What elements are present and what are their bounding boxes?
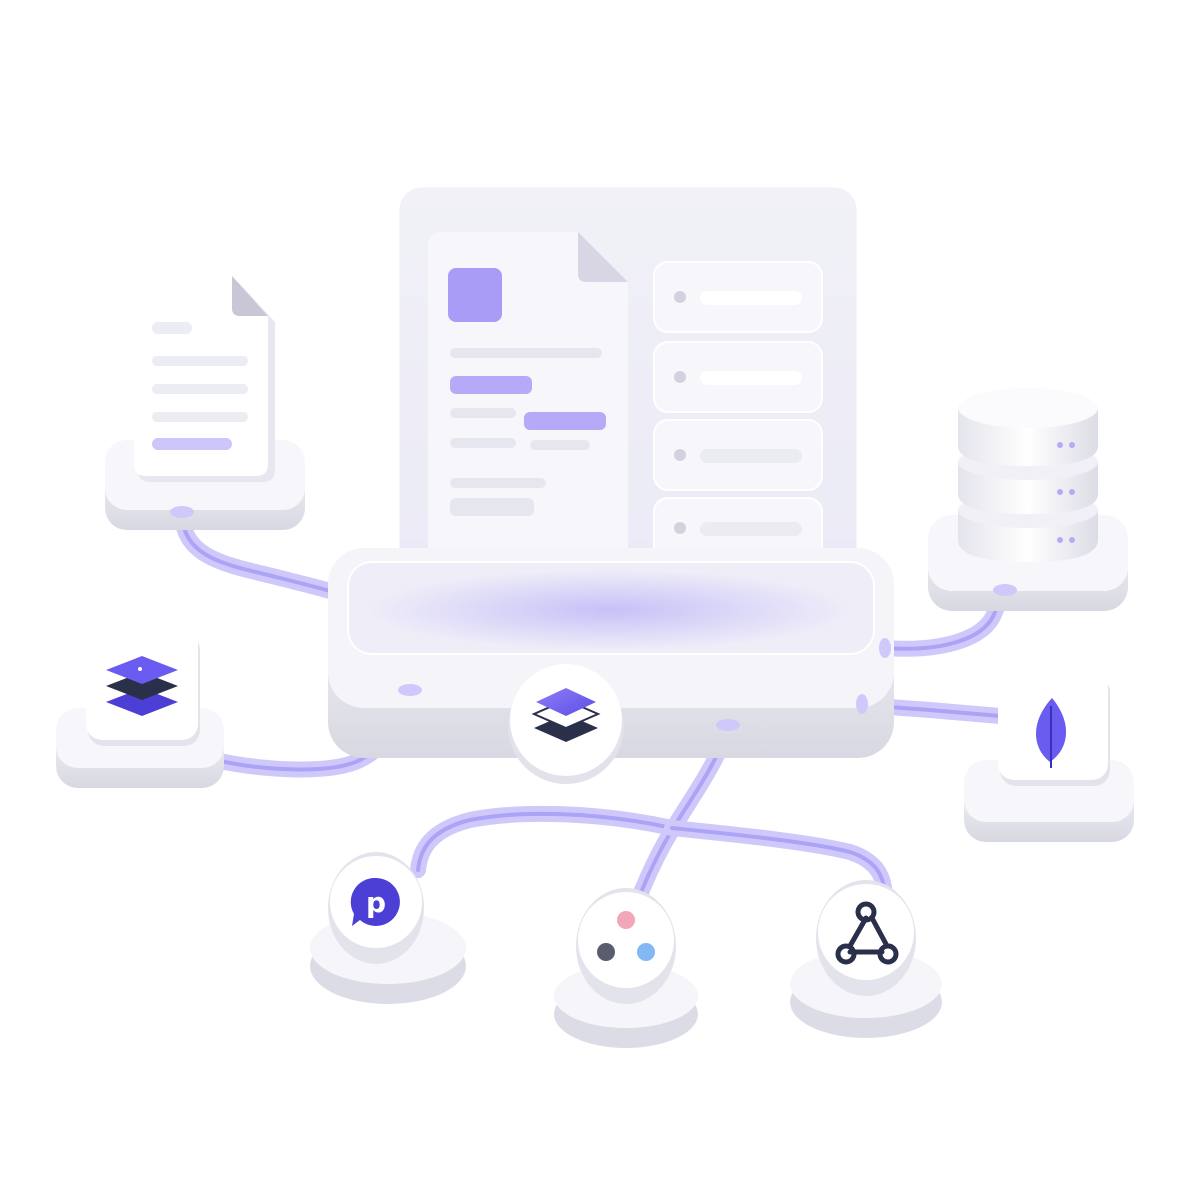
webhook-icon — [835, 901, 899, 965]
hub-badge — [508, 664, 624, 784]
document-node — [105, 276, 305, 530]
layers-icon — [531, 688, 601, 742]
dots-icon — [597, 911, 655, 961]
leaf-node — [964, 670, 1134, 842]
webhook-node — [790, 880, 942, 1038]
pusher-node: p — [310, 852, 466, 1004]
database-node — [928, 388, 1128, 611]
pusher-letter: p — [366, 886, 386, 919]
layers-icon — [106, 656, 178, 716]
layers-node — [56, 628, 224, 788]
dots-node — [554, 888, 698, 1048]
pusher-p-icon: p — [350, 877, 400, 926]
dashboard-panel — [396, 184, 860, 658]
central-hub — [328, 184, 894, 784]
document-icon — [134, 276, 275, 482]
database-icon — [958, 388, 1098, 562]
list-rows — [653, 261, 823, 561]
leaf-icon — [1036, 698, 1067, 768]
